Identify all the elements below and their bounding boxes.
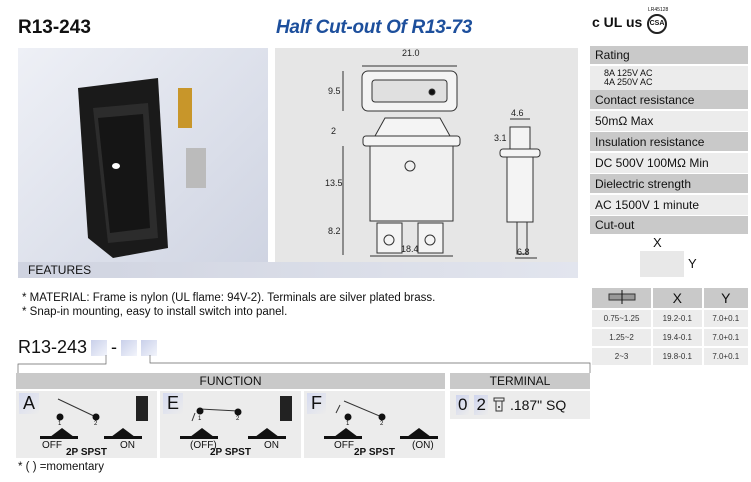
switch-type: 2P SPST xyxy=(66,447,107,458)
part-separator: - xyxy=(111,337,118,357)
cell: 7.0+0.1 xyxy=(703,329,748,346)
dim-base: 18.4 xyxy=(401,244,419,254)
rocker-off-icon xyxy=(180,428,218,439)
part-prefix: R13-243 xyxy=(18,337,88,357)
function-code-box xyxy=(91,339,108,356)
dim-side-width: 4.6 xyxy=(511,108,524,118)
cell: 7.0+0.1 xyxy=(703,310,748,327)
panel-thickness-icon xyxy=(592,288,652,308)
pin-1: 1 xyxy=(58,421,62,427)
product-photo xyxy=(18,48,268,262)
function-header: FUNCTION xyxy=(16,373,445,389)
table-header-row: X Y xyxy=(592,288,748,308)
spec-insulation-value: DC 500V 100MΩ Min xyxy=(590,153,748,173)
function-option-e: E 1 2 (OFF) ON 2P SPST xyxy=(160,391,301,458)
rocker-on-icon xyxy=(248,428,286,439)
dim-width: 21.0 xyxy=(402,48,420,58)
cell: 19.8-0.1 xyxy=(653,348,702,365)
model-title: R13-243 xyxy=(18,17,91,38)
pin-1: 1 xyxy=(346,421,350,427)
circuit-diagram xyxy=(180,396,292,439)
spec-contact-value: 50mΩ Max xyxy=(590,111,748,131)
col-y: Y xyxy=(703,288,748,308)
cell: 0.75~1.25 xyxy=(592,310,652,327)
switch-type: 2P SPST xyxy=(210,447,251,458)
spec-rating-values: 8A 125V AC 4A 250V AC xyxy=(590,66,748,90)
pin-1: 1 xyxy=(198,416,202,422)
pin-2: 2 xyxy=(94,421,98,427)
cell: 19.4-0.1 xyxy=(653,329,702,346)
feature-mounting: * Snap-in mounting, easy to install swit… xyxy=(22,306,288,318)
rating-125v: 8A 125V AC xyxy=(604,68,653,78)
spec-rating-label: Rating xyxy=(590,46,748,64)
rocker-off-icon xyxy=(324,428,362,439)
dim-terminal: 8.2 xyxy=(328,226,341,236)
left-state: (OFF) xyxy=(190,440,217,451)
terminal-option: 0 2 .187" SQ xyxy=(450,391,590,419)
cell: 1.25~2 xyxy=(592,329,652,346)
cutout-shape xyxy=(640,251,684,277)
rocker-switch-image xyxy=(78,78,206,258)
dim-side-base: 6.8 xyxy=(517,247,530,257)
terminal-header: TERMINAL xyxy=(450,373,590,389)
spec-contact-label: Contact resistance xyxy=(590,90,748,109)
terminal-description: .187" SQ xyxy=(509,397,567,413)
cutout-y-label: Y xyxy=(688,256,697,271)
pin-2: 2 xyxy=(380,421,384,427)
pin-2: 2 xyxy=(236,416,240,422)
cell: 7.0+0.1 xyxy=(703,348,748,365)
rating-250v: 4A 250V AC xyxy=(604,77,653,87)
function-letter: E xyxy=(163,393,184,414)
dim-rocker: 2 xyxy=(331,126,337,136)
function-option-a: A 1 2 OFF ON 2P SPST xyxy=(16,391,157,458)
terminal-code-1: 0 xyxy=(456,395,470,415)
dim-height: 9.5 xyxy=(328,86,341,96)
spec-dielectric-value: AC 1500V 1 minute xyxy=(590,195,748,215)
rocker-off-icon xyxy=(40,428,78,439)
dimension-drawing: 21.0 9.5 2 13.5 8.2 18.4 4.6 3.1 6.8 xyxy=(275,48,578,262)
circuit-diagram xyxy=(324,400,438,439)
dim-body: 13.5 xyxy=(325,178,343,188)
terminal-code-box-2 xyxy=(141,339,158,356)
cell: 2~3 xyxy=(592,348,652,365)
right-state: ON xyxy=(264,440,279,451)
terminal-code-box-1 xyxy=(121,339,138,356)
ul-logo: c UL us xyxy=(592,14,643,30)
terminal-code-2: 2 xyxy=(474,395,488,415)
dim-side-rocker: 3.1 xyxy=(494,133,507,143)
spec-dielectric-label: Dielectric strength xyxy=(590,174,748,193)
features-header: FEATURES xyxy=(18,262,578,278)
function-letter: F xyxy=(307,393,326,414)
rocker-on-icon xyxy=(104,428,142,439)
cell: 19.2-0.1 xyxy=(653,310,702,327)
rocker-on-icon xyxy=(400,428,438,439)
switch-outline-drawing xyxy=(342,65,541,259)
switch-type: 2P SPST xyxy=(354,447,395,458)
quick-connect-terminal-icon xyxy=(493,397,505,412)
part-number-builder: R13-243 - xyxy=(18,337,158,358)
csa-logo: CSA xyxy=(647,14,667,34)
function-option-f: F 1 2 OFF (ON) 2P SPST xyxy=(304,391,445,458)
right-state: (ON) xyxy=(412,440,434,451)
left-state: OFF xyxy=(42,440,62,451)
feature-material: * MATERIAL: Frame is nylon (UL flame: 94… xyxy=(22,292,436,304)
ul-file-number: LR45128 xyxy=(648,7,669,13)
cutout-x-label: X xyxy=(653,235,662,250)
function-letter: A xyxy=(19,393,40,414)
circuit-diagram xyxy=(40,396,148,439)
subtitle: Half Cut-out Of R13-73 xyxy=(276,17,473,38)
connector-lines xyxy=(17,355,591,373)
momentary-note: * ( ) =momentary xyxy=(18,461,104,473)
spec-cutout-label: Cut-out xyxy=(590,216,748,234)
spec-insulation-label: Insulation resistance xyxy=(590,132,748,151)
col-x: X xyxy=(653,288,702,308)
left-state: OFF xyxy=(334,440,354,451)
right-state: ON xyxy=(120,440,135,451)
